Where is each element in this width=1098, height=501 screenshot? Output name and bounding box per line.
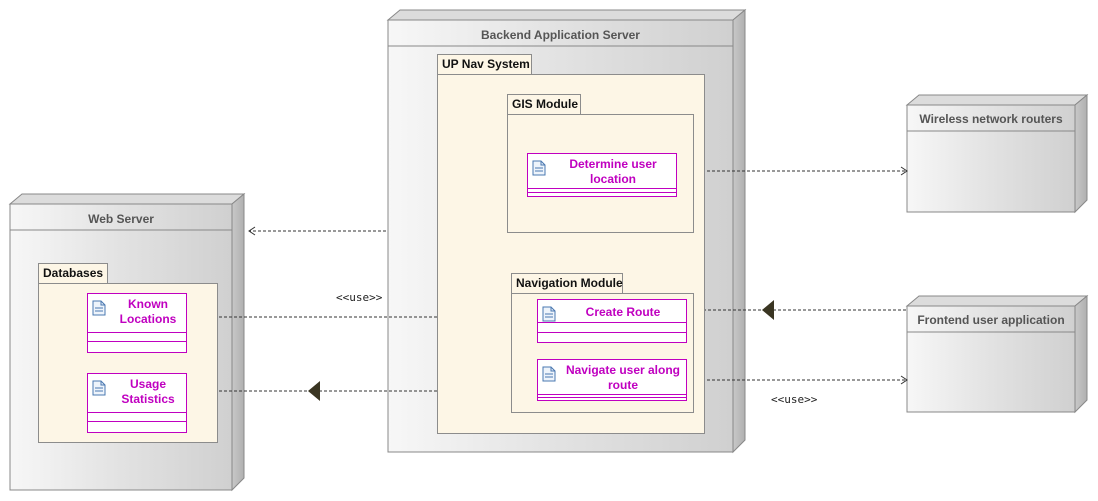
package-gis-tab: GIS Module [507, 94, 581, 115]
component-name-line1: Known [128, 297, 168, 311]
use-label-left: <<use>> [336, 291, 383, 304]
component-separator [538, 332, 686, 333]
component-name: Usage Statistics [114, 377, 182, 407]
component-name-line2: Statistics [121, 392, 175, 406]
use-label-right: <<use>> [771, 393, 818, 406]
component-icon [542, 306, 556, 322]
component-name-line2: Locations [119, 312, 177, 326]
component-name: Navigate user along route [564, 363, 682, 393]
component-name: Known Locations [114, 297, 182, 327]
component-separator [88, 341, 186, 342]
component-icon [92, 380, 106, 396]
component-known-locations[interactable]: Known Locations [87, 293, 187, 353]
component-name-line1: Create Route [585, 305, 661, 319]
component-name: Create Route [564, 305, 682, 320]
component-separator [538, 397, 686, 398]
package-navigation-tab: Navigation Module [511, 273, 623, 294]
component-name-line1: Navigate user along [565, 363, 681, 377]
component-name-line1: Determine user [569, 157, 657, 171]
component-navigate-user[interactable]: Navigate user along route [537, 359, 687, 401]
package-databases-tab: Databases [38, 263, 108, 284]
component-separator [538, 394, 686, 395]
component-separator [538, 322, 686, 323]
connector-marker-left [308, 381, 320, 401]
node-frontend-shape [905, 294, 1089, 414]
component-icon [532, 160, 546, 176]
component-icon [92, 300, 106, 316]
component-name-line2: route [608, 378, 638, 392]
component-usage-statistics[interactable]: Usage Statistics [87, 373, 187, 433]
component-name-line2: location [589, 172, 636, 186]
node-web-title: Web Server [88, 212, 154, 226]
connector-marker-right [762, 300, 774, 320]
component-create-route[interactable]: Create Route [537, 299, 687, 343]
package-up-nav-tab: UP Nav System [437, 54, 532, 75]
component-separator [88, 412, 186, 413]
node-backend-title: Backend Application Server [481, 28, 640, 42]
component-icon [542, 366, 556, 382]
node-frontend-title: Frontend user application [917, 313, 1065, 327]
node-wireless-title: Wireless network routers [919, 112, 1063, 126]
component-separator [88, 421, 186, 422]
component-separator [528, 188, 676, 189]
component-name-line1: Usage [129, 377, 167, 391]
component-separator [88, 332, 186, 333]
node-wireless-shape [905, 93, 1089, 214]
component-name: Determine user location [554, 157, 672, 187]
component-separator [528, 192, 676, 193]
component-determine-location[interactable]: Determine user location [527, 153, 677, 197]
